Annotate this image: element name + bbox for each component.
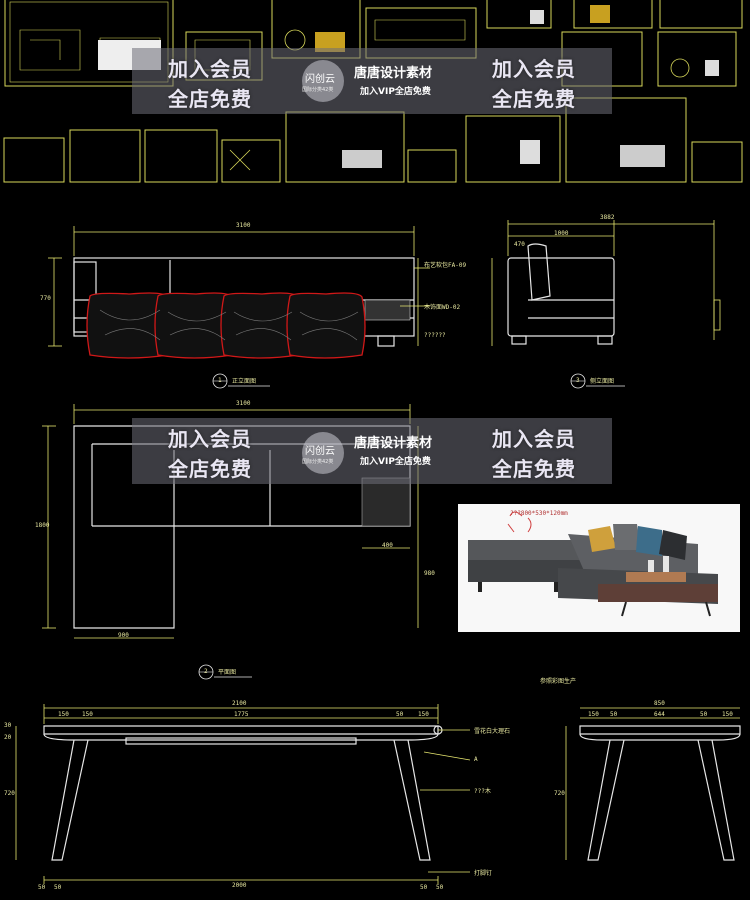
thumb-sheet-15: [407, 149, 457, 183]
photo-dim-note: ???800*530*120mm: [510, 510, 568, 517]
thumb-sheet-18: [691, 141, 743, 183]
watermark-2-brand-title: 唐唐设计素材: [354, 436, 433, 451]
watermark-1-right-top: 加入会员: [492, 57, 576, 81]
table-front: [43, 725, 443, 861]
table-front-dims: [15, 704, 471, 884]
watermark-1-logo: 闪创云 国际分类42类: [302, 60, 344, 102]
thumb-sheet-13: [221, 139, 281, 183]
plan-caption-num: 2: [204, 668, 208, 675]
watermark-2-right-top: 加入会员: [492, 427, 576, 451]
table-side-seg-5: 150: [722, 711, 733, 718]
table-side: [579, 725, 741, 861]
table-bottom-left-1: 50: [38, 884, 46, 891]
thumb-sheet-11: [69, 129, 141, 183]
watermark-banner-2: 加入会员 全店免费 闪创云 国际分类42类 唐唐设计素材 加入VIP全店免费 加…: [132, 418, 612, 484]
note-wood-table: ???木: [474, 788, 491, 795]
thumb-sheet-9: [657, 31, 737, 87]
note-wood: 木饰面WD-02: [424, 304, 461, 311]
front-caption-num: 1: [218, 377, 222, 384]
sofa-photo-illustration: [458, 504, 740, 632]
table-side-seg-1: 150: [588, 711, 599, 718]
table-bottom-overall: 2000: [232, 882, 247, 889]
table-bottom-right-2: 50: [436, 884, 444, 891]
thumb-sheet-7: [659, 0, 743, 29]
front-overall-width: 3100: [236, 222, 251, 229]
side-caption-num: 3: [576, 377, 580, 384]
watermark-1-left-bottom: 全店免费: [168, 87, 252, 111]
table-front-seg-4: 50: [396, 711, 404, 718]
plan-caption: 平面图: [218, 669, 237, 676]
watermark-1-brand-title: 唐唐设计素材: [354, 66, 433, 81]
thumbnail-strip: [3, 0, 743, 183]
side-back-label: 470: [514, 241, 525, 248]
table-bottom-right-1: 50: [420, 884, 428, 891]
table-front-seg-5: 150: [418, 711, 429, 718]
plan-chaise-width: 900: [118, 632, 129, 639]
table-side-overall: 850: [654, 700, 665, 707]
table-top-label: 30: [4, 722, 12, 729]
table-apron-label: 20: [4, 734, 12, 741]
table-side-seg-4: 50: [700, 711, 708, 718]
thumb-sheet-17: [565, 97, 687, 183]
pillows-red: [86, 292, 366, 359]
photo-caption: 参照彩图生产: [540, 678, 577, 685]
watermark-1-brand-sub: 加入VIP全店免费: [360, 87, 431, 97]
watermark-banner-1: 加入会员 全店免费 闪创云 国际分类42类 唐唐设计素材 加入VIP全店免费 加…: [132, 48, 612, 114]
table-front-seg-3: 1775: [234, 711, 249, 718]
watermark-2-brand-sub: 加入VIP全店免费: [360, 457, 431, 467]
table-front-seg-1: 150: [58, 711, 69, 718]
note-marks: ??????: [424, 332, 446, 339]
note-a: A: [474, 756, 478, 763]
thumb-sheet-12: [144, 129, 218, 183]
side-seat-depth: 1000: [554, 230, 569, 237]
watermark-1-left-top: 加入会员: [168, 57, 252, 81]
side-caption: 侧立面图: [590, 378, 615, 385]
watermark-1-right-bottom: 全店免费: [492, 87, 576, 111]
plan-depth-label: 1800: [35, 522, 50, 529]
front-caption: 正立面图: [232, 378, 257, 385]
table-side-height: 720: [554, 790, 565, 797]
watermark-2-left-top: 加入会员: [168, 427, 252, 451]
front-dimensions: [48, 226, 430, 347]
watermark-1-logo-sub: 国际分类42类: [302, 87, 334, 93]
thumb-sheet-6: [573, 0, 653, 29]
watermark-2-logo-text: 闪创云: [305, 446, 335, 457]
thumb-sheet-1: [4, 0, 174, 87]
watermark-1-logo-text: 闪创云: [305, 74, 335, 85]
table-front-overall: 2100: [232, 700, 247, 707]
watermark-2-left-bottom: 全店免费: [168, 457, 252, 481]
thumb-sheet-10: [3, 137, 65, 183]
watermark-2-logo-sub: 国际分类42类: [302, 459, 334, 465]
plan-overall-width: 3100: [236, 400, 251, 407]
table-side-seg-3: 644: [654, 711, 665, 718]
table-side-dims: [565, 707, 740, 860]
note-marble: 雪花白大理石: [474, 728, 511, 735]
side-elevation: [507, 243, 615, 345]
thumb-sheet-5: [486, 0, 552, 29]
plan-table-width: 400: [382, 542, 393, 549]
plan-right-dim: 980: [424, 570, 435, 577]
note-foot: 打脚钉: [474, 870, 493, 877]
watermark-2-right-bottom: 全店免费: [492, 457, 576, 481]
sofa-reference-photo: ???800*530*120mm: [458, 504, 740, 632]
table-front-seg-2: 150: [82, 711, 93, 718]
front-height-label: 770: [40, 295, 51, 302]
note-fabric: 布艺软包FA-09: [424, 262, 467, 269]
watermark-2-logo: 闪创云 国际分类42类: [302, 432, 344, 474]
side-overall-depth: 3882: [600, 214, 615, 221]
thumb-sheet-16: [465, 115, 561, 183]
table-height-label: 720: [4, 790, 15, 797]
table-side-seg-2: 50: [610, 711, 618, 718]
side-dimensions: [491, 220, 721, 346]
table-bottom-left-2: 50: [54, 884, 62, 891]
